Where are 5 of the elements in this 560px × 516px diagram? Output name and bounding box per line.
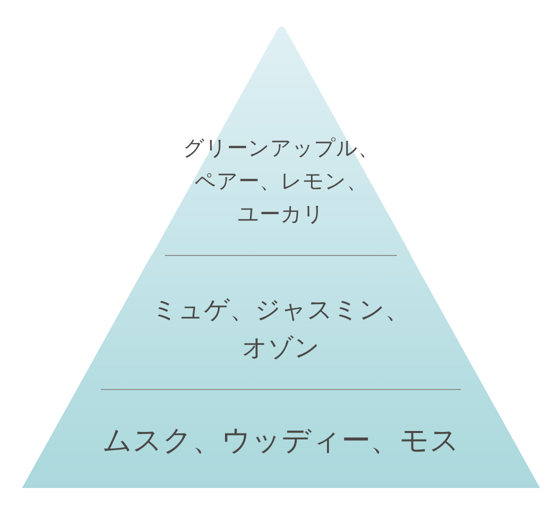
tier-label: グリーンアップル、ペアー、レモン、ユーカリ <box>182 135 380 228</box>
pyramid-middle-tier <box>77 255 485 389</box>
tier-label: ムスク、ウッディー、モス <box>102 422 460 458</box>
pyramid-base-tier <box>22 389 540 488</box>
tier-label: ミュゲ、ジャスミン、オゾン <box>151 294 410 364</box>
